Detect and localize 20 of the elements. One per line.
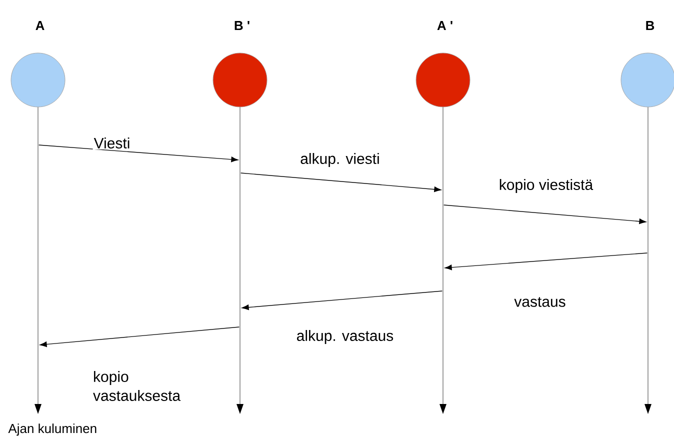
node-label: B ' [234, 21, 250, 30]
message-arrow [240, 172, 442, 192]
edge-label: Viesti [92, 136, 132, 150]
message-arrow [444, 252, 648, 270]
message-arrow [242, 290, 443, 310]
edge-label: alkup. vastaus [295, 329, 395, 345]
edge-label: kopio viestistä [498, 178, 594, 194]
edge-label: alkup. viesti [299, 152, 381, 168]
lifeline-arrow [440, 107, 446, 414]
message-arrow [40, 326, 240, 348]
node-label: B [646, 21, 654, 30]
message-arrow [38, 144, 238, 162]
node-label: A ' [437, 21, 452, 30]
edge-label: kopio vastauksesta [92, 370, 184, 402]
lifeline-arrow [644, 107, 652, 414]
edge-label: vastaus [513, 296, 567, 308]
lifeline-arrow [236, 107, 244, 414]
lifeline-arrow [34, 107, 42, 414]
node-label: A [36, 21, 44, 30]
message-arrow [443, 204, 646, 224]
